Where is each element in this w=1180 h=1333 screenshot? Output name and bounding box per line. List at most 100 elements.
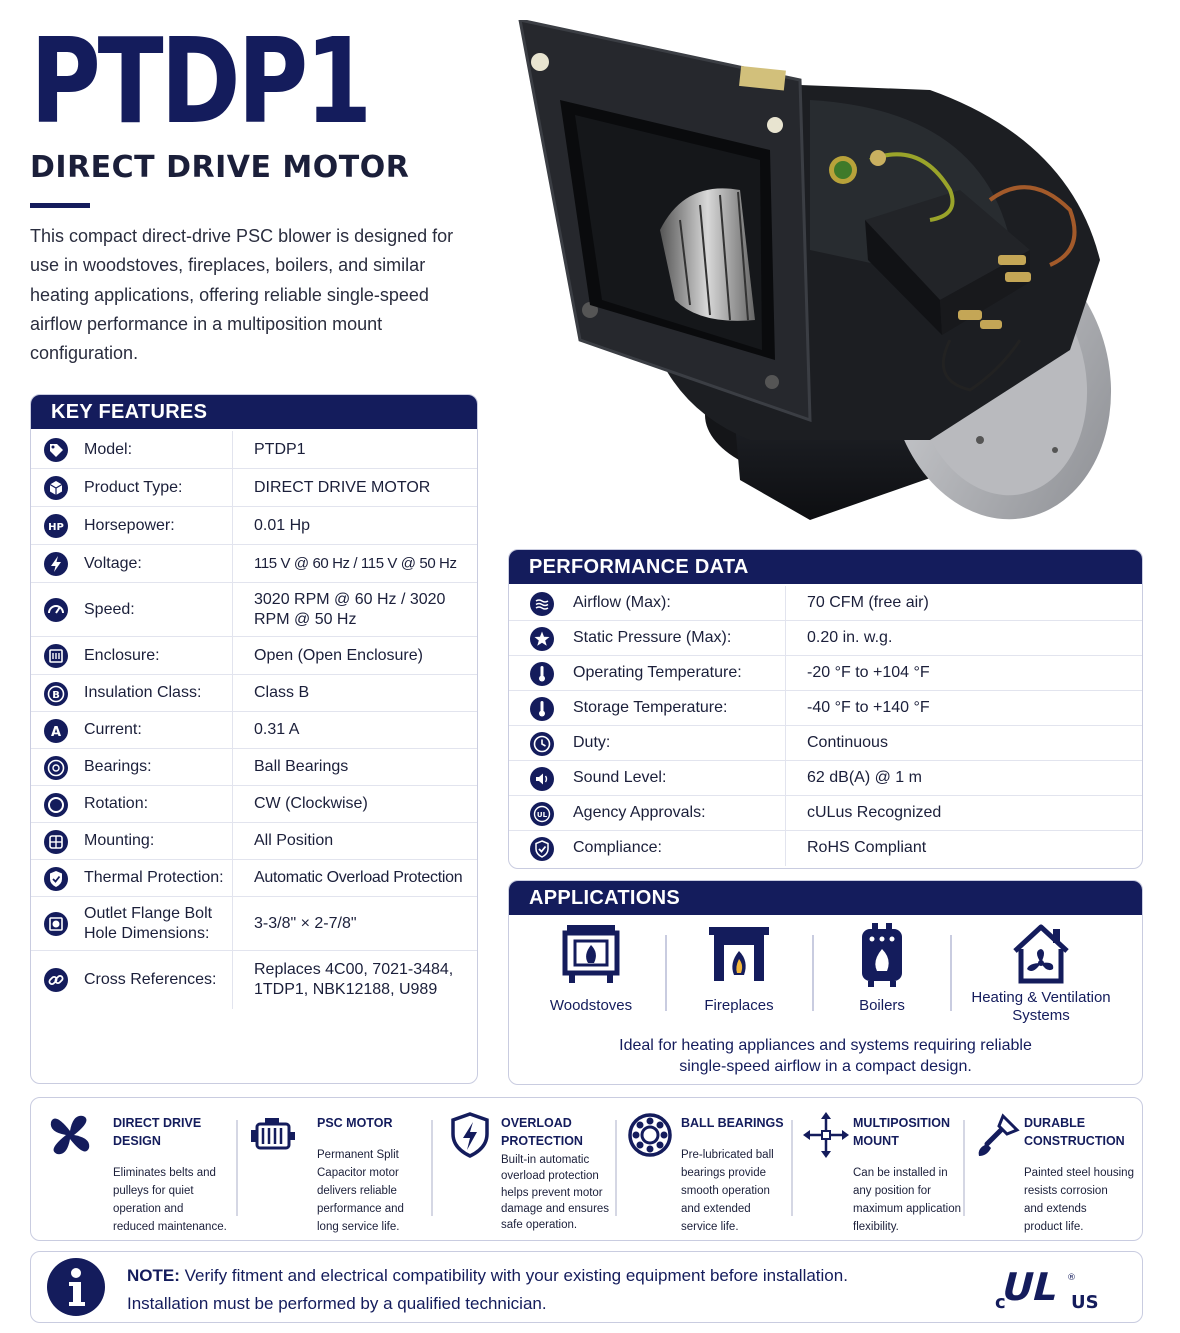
feature-divider [615, 1120, 617, 1216]
airflow-icon [529, 591, 555, 617]
key-feature-label: Insulation Class: [84, 684, 202, 701]
key-feature-value: Ball Bearings [254, 758, 349, 775]
enclosure-icon [43, 643, 69, 669]
column-divider [232, 583, 233, 636]
performance-value: -20 °F to +104 °F [807, 664, 930, 681]
application-boilers: Boilers [827, 923, 937, 1015]
key-features-title: KEY FEATURES [31, 395, 477, 429]
feature-title: OVERLOAD PROTECTION [501, 1116, 583, 1148]
key-feature-label: Speed: [84, 600, 135, 618]
woodstove-icon [562, 925, 620, 983]
installation-note: NOTE: Verify fitment and electrical comp… [30, 1251, 1143, 1323]
link-icon [43, 967, 69, 993]
applications-note: Ideal for heating appliances and systems… [509, 1035, 1142, 1077]
application-divider [950, 935, 952, 1011]
performance-value: Continuous [807, 734, 888, 751]
feature-divider [963, 1120, 965, 1216]
feature-title: DIRECT DRIVE DESIGN [113, 1116, 202, 1148]
info-icon [47, 1258, 105, 1316]
feature-divider [236, 1120, 238, 1216]
flange-icon [43, 911, 69, 937]
hp-icon: HP [43, 513, 69, 539]
performance-label: Duty: [573, 734, 611, 751]
application-fireplaces: Fireplaces [681, 923, 797, 1015]
mounting-icon [43, 829, 69, 855]
performance-row: Static Pressure (Max):0.20 in. w.g. [509, 621, 1142, 656]
ul-recognized-logo: c UL ® US [995, 1266, 1099, 1312]
column-divider [232, 951, 233, 1009]
performance-label: Static Pressure (Max): [573, 629, 732, 646]
check-badge-icon [529, 836, 555, 862]
note-line2: Installation must be performed by a qual… [127, 1294, 547, 1313]
key-feature-label: Horsepower: [84, 516, 175, 534]
performance-value: RoHS Compliant [807, 839, 927, 856]
performance-label: Airflow (Max): [573, 594, 671, 611]
bolt-icon [43, 551, 69, 577]
ball-bearing-icon [628, 1113, 672, 1157]
ul-logo-c: c [995, 1292, 1006, 1312]
key-feature-label: Cross References: [84, 971, 217, 988]
key-feature-label: Voltage: [84, 554, 142, 572]
features-strip: DIRECT DRIVE DESIGN Eliminates belts and… [30, 1097, 1143, 1241]
column-divider [232, 507, 233, 544]
applications-title: APPLICATIONS [509, 881, 1142, 915]
note-label: NOTE: [127, 1266, 180, 1285]
product-title: PTDP1 [30, 12, 372, 150]
key-feature-row: Model:PTDP1 [31, 431, 477, 469]
key-feature-value: 3-3/8" × 2-7/8" [254, 914, 357, 932]
key-feature-row: Enclosure:Open (Open Enclosure) [31, 637, 477, 675]
ul-logo-ul: UL [997, 1266, 1063, 1310]
blower-motor-image [518, 20, 1112, 520]
key-feature-value: CW (Clockwise) [254, 795, 368, 812]
application-label: Boilers [859, 997, 905, 1014]
key-feature-row: Bearings:Ball Bearings [31, 749, 477, 786]
column-divider [785, 586, 786, 620]
column-divider [232, 712, 233, 748]
performance-row: Sound Level:62 dB(A) @ 1 m [509, 761, 1142, 796]
key-feature-label: Enclosure: [84, 646, 160, 664]
key-feature-row: Outlet Flange Bolt Hole Dimensions:3-3/8… [31, 897, 477, 951]
svg-text:A: A [51, 725, 61, 740]
title-divider [30, 203, 90, 208]
performance-data-title: PERFORMANCE DATA [509, 550, 1142, 584]
applications-panel: APPLICATIONS Woodstoves Fireplaces [508, 880, 1143, 1085]
column-divider [232, 469, 233, 506]
column-divider [232, 823, 233, 859]
shield-check-icon [43, 866, 69, 892]
performance-row: Storage Temperature:-40 °F to +140 °F [509, 691, 1142, 726]
performance-value: cULus Recognized [807, 804, 942, 821]
application-label: Woodstoves [549, 997, 633, 1014]
feature-title: PSC MOTOR [317, 1116, 393, 1130]
svg-text:B: B [52, 690, 60, 701]
key-feature-label: Thermal Protection: [84, 869, 224, 886]
shield-bolt-icon [451, 1112, 489, 1158]
key-feature-row: Rotation: CW (Clockwise) [31, 786, 477, 823]
column-divider [785, 831, 786, 866]
key-feature-label: Rotation: [84, 795, 149, 812]
key-feature-value: 3020 RPM @ 60 Hz / 3020 RPM @ 50 Hz [254, 590, 446, 628]
key-feature-value: 115 V @ 60 Hz / 115 V @ 50 Hz [254, 554, 457, 572]
fireplace-icon [709, 927, 769, 981]
key-feature-value: 0.01 Hp [254, 516, 311, 534]
ul-logo-us: US [1071, 1292, 1099, 1312]
performance-label: Sound Level: [573, 769, 667, 786]
application-divider [665, 935, 667, 1011]
performance-label: Storage Temperature: [573, 699, 728, 716]
approval-icon: UL [529, 801, 555, 827]
application-woodstoves: Woodstoves [531, 923, 651, 1015]
key-feature-value: 0.31 A [254, 721, 300, 738]
column-divider [785, 691, 786, 725]
key-feature-row: Cross References:Replaces 4C00, 7021-348… [31, 951, 477, 1009]
thermometer-icon [529, 696, 555, 722]
performance-label: Operating Temperature: [573, 664, 742, 681]
star-icon [529, 626, 555, 652]
feature-title: DURABLE CONSTRUCTION [1024, 1116, 1125, 1148]
svg-text:UL: UL [537, 811, 548, 819]
feature-title: BALL BEARINGS [681, 1116, 784, 1130]
column-divider [232, 860, 233, 896]
